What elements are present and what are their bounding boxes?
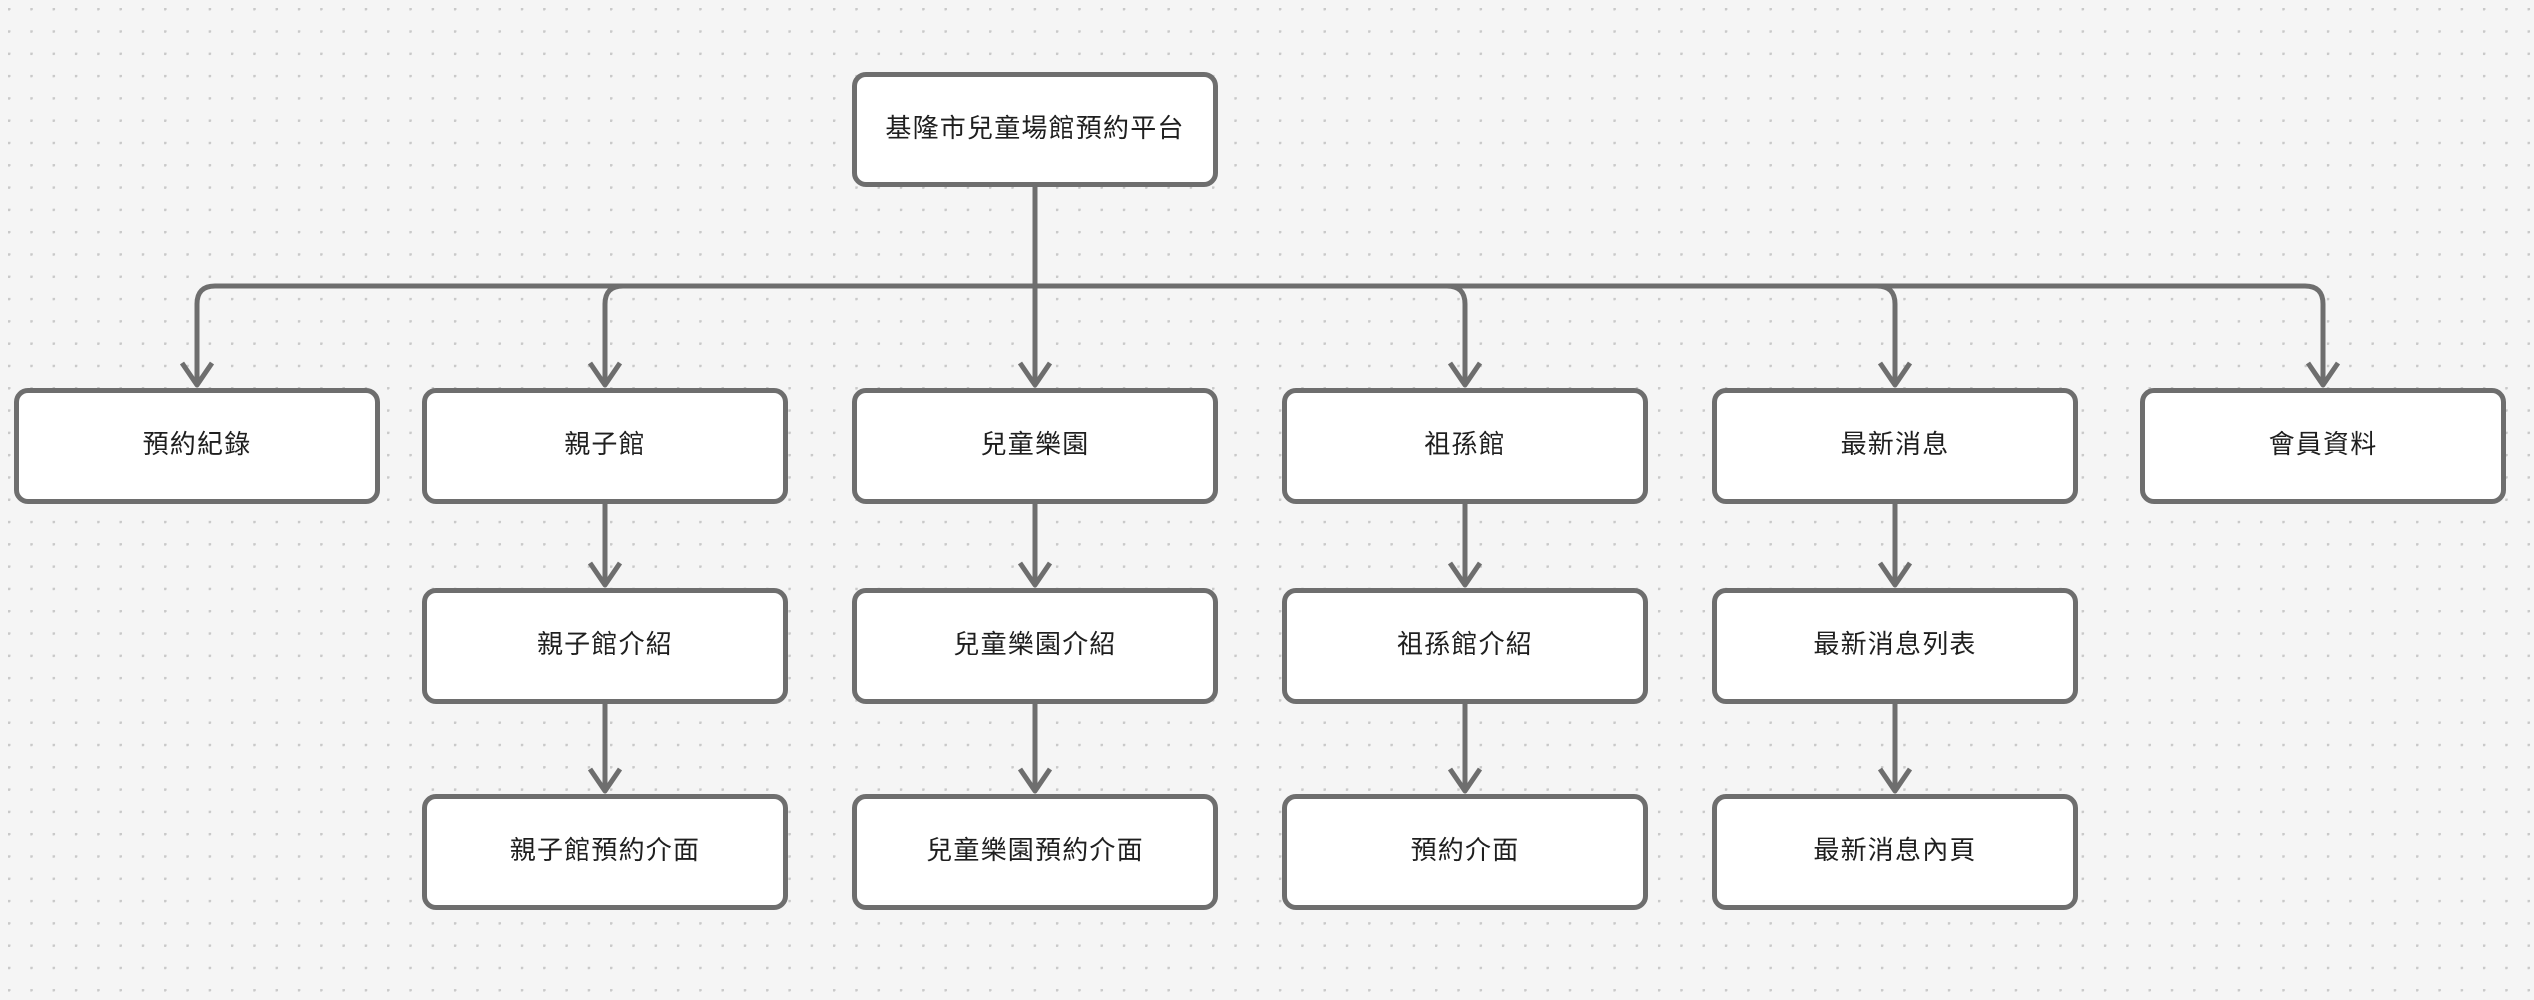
arrowhead-member-profile <box>2305 361 2341 388</box>
node-label: 親子館預約介面 <box>509 836 701 867</box>
arrowhead-grandparent <box>1447 361 1483 388</box>
node-member-profile[interactable]: 會員資料 <box>2140 388 2506 504</box>
node-label: 最新消息 <box>1840 430 1950 461</box>
node-grandparent-booking[interactable]: 預約介面 <box>1282 794 1648 910</box>
arrowhead-kids-park <box>1017 361 1053 388</box>
arrowhead-grandparent-booking <box>1447 767 1483 794</box>
arrowhead-grandparent-intro <box>1447 561 1483 588</box>
node-label: 兒童樂園預約介面 <box>926 836 1144 867</box>
node-label: 親子館介紹 <box>536 630 673 661</box>
node-news-detail[interactable]: 最新消息內頁 <box>1712 794 2078 910</box>
edge-root-to-news <box>1035 283 1898 385</box>
node-parent-child[interactable]: 親子館 <box>422 388 788 504</box>
edge-root-to-member-profile <box>1035 283 2326 385</box>
node-label: 基隆市兒童場館預約平台 <box>885 113 1185 144</box>
edge-root-to-booking-records <box>194 283 1035 385</box>
arrowhead-parent-child-booking <box>587 767 623 794</box>
edge-root-to-parent-child <box>602 283 1035 385</box>
node-label: 會員資料 <box>2268 430 2378 461</box>
node-parent-child-booking[interactable]: 親子館預約介面 <box>422 794 788 910</box>
node-news-list[interactable]: 最新消息列表 <box>1712 588 2078 704</box>
node-label: 最新消息內頁 <box>1813 836 1977 867</box>
arrowhead-booking-records <box>179 361 215 388</box>
node-label: 祖孫館 <box>1424 430 1506 461</box>
node-news[interactable]: 最新消息 <box>1712 388 2078 504</box>
node-label: 親子館 <box>564 430 646 461</box>
node-label: 祖孫館介紹 <box>1396 630 1533 661</box>
arrowhead-parent-child <box>587 361 623 388</box>
node-parent-child-intro[interactable]: 親子館介紹 <box>422 588 788 704</box>
node-label: 兒童樂園 <box>980 430 1090 461</box>
node-booking-records[interactable]: 預約紀錄 <box>14 388 380 504</box>
node-grandparent-intro[interactable]: 祖孫館介紹 <box>1282 588 1648 704</box>
arrowhead-parent-child-intro <box>587 561 623 588</box>
node-kids-park-booking[interactable]: 兒童樂園預約介面 <box>852 794 1218 910</box>
node-root[interactable]: 基隆市兒童場館預約平台 <box>852 72 1218 187</box>
node-label: 最新消息列表 <box>1813 630 1977 661</box>
edge-root-to-grandparent <box>1035 283 1468 385</box>
node-label: 兒童樂園介紹 <box>953 630 1117 661</box>
arrowhead-news-detail <box>1877 767 1913 794</box>
node-grandparent[interactable]: 祖孫館 <box>1282 388 1648 504</box>
arrowhead-news-list <box>1877 561 1913 588</box>
node-label: 預約介面 <box>1410 836 1520 867</box>
node-kids-park[interactable]: 兒童樂園 <box>852 388 1218 504</box>
arrowhead-news <box>1877 361 1913 388</box>
node-label: 預約紀錄 <box>142 430 252 461</box>
arrowhead-kids-park-booking <box>1017 767 1053 794</box>
node-kids-park-intro[interactable]: 兒童樂園介紹 <box>852 588 1218 704</box>
arrowhead-kids-park-intro <box>1017 561 1053 588</box>
